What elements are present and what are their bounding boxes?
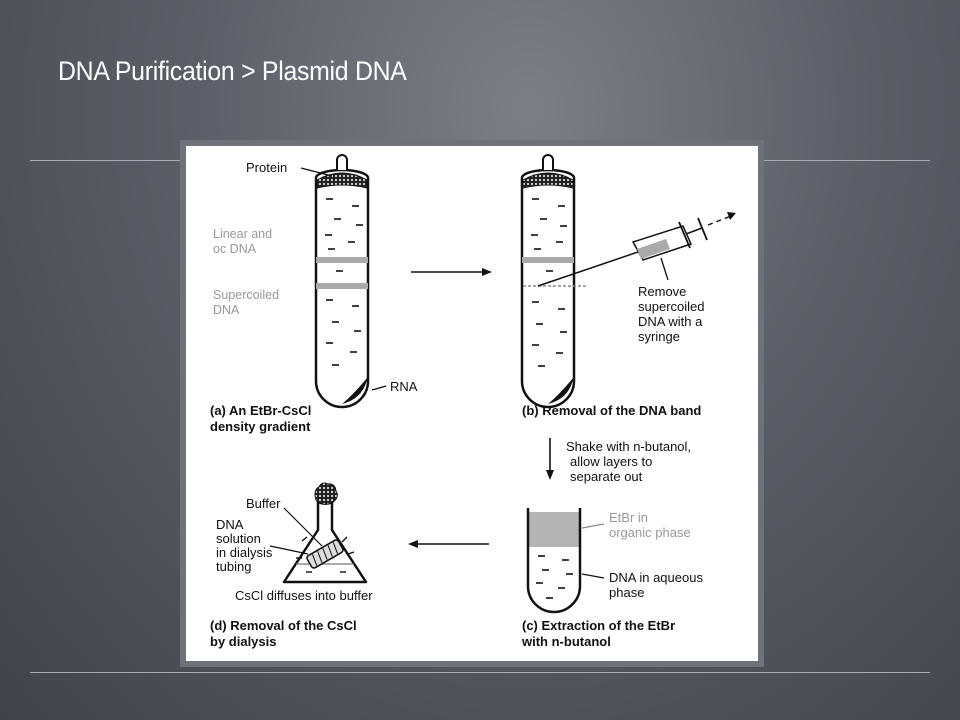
tubing-leader-line (269, 545, 309, 555)
buffer-leader-line (283, 507, 323, 547)
caption-d-line-2: by dialysis (210, 634, 276, 649)
dna-purification-figure: Protein Linear and oc DNA Supercoiled DN… (186, 146, 758, 661)
label-buffer: Buffer (246, 496, 281, 511)
label-dna-solution-3: in dialysis (216, 545, 273, 560)
label-aqueous-2: phase (609, 585, 644, 600)
label-etbr-1: EtBr in (609, 510, 648, 525)
caption-c-line-1: (c) Extraction of the EtBr (522, 618, 675, 633)
label-protein: Protein (246, 160, 287, 175)
tube-b (520, 154, 586, 409)
panel-d: Buffer DNA solution in dialysis tubing C… (210, 482, 373, 649)
label-etbr-2: organic phase (609, 525, 691, 540)
caption-d-line-1: (d) Removal of the CsCl (210, 618, 357, 633)
caption-b: (b) Removal of the DNA band (522, 403, 701, 418)
panel-c: EtBr in organic phase DNA in aqueous pha… (521, 508, 703, 649)
caption-c-line-2: with n-butanol (521, 634, 611, 649)
label-remove-4: syringe (638, 329, 680, 344)
label-remove-1: Remove (638, 284, 686, 299)
protein-leader-line (300, 167, 333, 177)
label-remove-2: supercoiled (638, 299, 705, 314)
slide-title: DNA Purification > Plasmid DNA (58, 56, 407, 86)
etbr-leader-line (581, 523, 605, 529)
syringe (537, 212, 736, 287)
figure-frame: Protein Linear and oc DNA Supercoiled DN… (180, 140, 764, 667)
label-shake-2: allow layers to (570, 454, 652, 469)
label-supercoiled-1: Supercoiled (213, 288, 279, 302)
divider-top-left (30, 160, 182, 161)
tube-c (526, 508, 582, 614)
label-remove-3: DNA with a (638, 314, 703, 329)
tube-a (314, 154, 370, 409)
label-rna: RNA (390, 379, 418, 394)
aqueous-leader-line (581, 573, 605, 579)
arrow-a-to-b (411, 268, 492, 276)
figure-svg: Protein Linear and oc DNA Supercoiled DN… (210, 154, 736, 649)
flask-d (282, 482, 368, 584)
label-linear-1: Linear and (213, 227, 272, 241)
label-dna-solution-1: DNA (216, 517, 244, 532)
arrow-b-to-c (546, 438, 554, 480)
label-aqueous-1: DNA in aqueous (609, 570, 703, 585)
label-cscl-diffuses: CsCl diffuses into buffer (235, 588, 373, 603)
rna-leader-line (371, 385, 387, 391)
divider-top-right (764, 160, 930, 161)
label-shake-3: separate out (570, 469, 643, 484)
divider-bottom (30, 672, 930, 673)
label-supercoiled-2: DNA (213, 303, 240, 317)
label-shake-1: Shake with n-butanol, (566, 439, 691, 454)
label-dna-solution-4: tubing (216, 559, 251, 574)
label-linear-2: oc DNA (213, 242, 257, 256)
caption-a-line-1: (a) An EtBr-CsCl (210, 403, 311, 418)
panel-b: Remove supercoiled DNA with a syringe (b… (520, 154, 736, 418)
arrow-c-to-d (408, 540, 489, 548)
syringe-leader-line (660, 257, 669, 281)
label-dna-solution-2: solution (216, 531, 261, 546)
panel-a: Protein Linear and oc DNA Supercoiled DN… (210, 154, 418, 434)
caption-a-line-2: density gradient (210, 419, 311, 434)
